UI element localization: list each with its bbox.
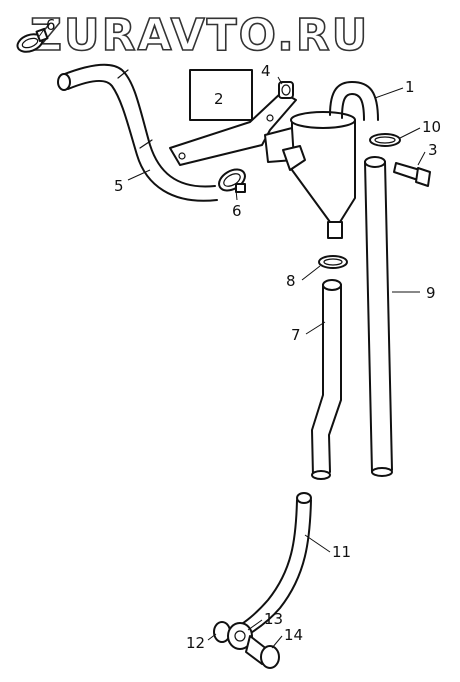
callout-12: 12 (186, 634, 205, 652)
part-7-pipe (311, 279, 342, 480)
callout-5: 5 (114, 177, 124, 195)
part-6-clamp-top (16, 27, 49, 53)
callout-10: 10 (422, 118, 441, 136)
leader-lines (37, 27, 426, 649)
callout-8: 8 (286, 272, 296, 290)
callout-6-top: 6 (46, 16, 56, 34)
callout-2: 2 (214, 90, 224, 108)
callout-11: 11 (332, 543, 351, 561)
part-3-bolt (393, 162, 431, 187)
part-8-ring (318, 255, 348, 269)
part-5-hose (57, 63, 218, 202)
part-1-separator (264, 81, 379, 239)
callout-9: 9 (426, 284, 436, 302)
part-12-14-banjo (213, 621, 280, 669)
callout-7: 7 (291, 326, 301, 344)
callout-6-lower: 6 (232, 202, 242, 220)
callout-1: 1 (405, 78, 415, 96)
callout-4: 4 (261, 62, 271, 80)
part-4-nut (278, 81, 294, 99)
part-10-ring (369, 133, 401, 147)
part-6-clamp-lower (218, 168, 246, 193)
callout-13: 13 (264, 610, 283, 628)
callout-14: 14 (284, 626, 303, 644)
callout-3: 3 (428, 141, 438, 159)
watermark-text: ZURAVTO.RU (30, 10, 369, 61)
part-9-pipe (364, 156, 393, 477)
part-2-bracket (169, 69, 297, 166)
part-11-tube (235, 492, 312, 637)
